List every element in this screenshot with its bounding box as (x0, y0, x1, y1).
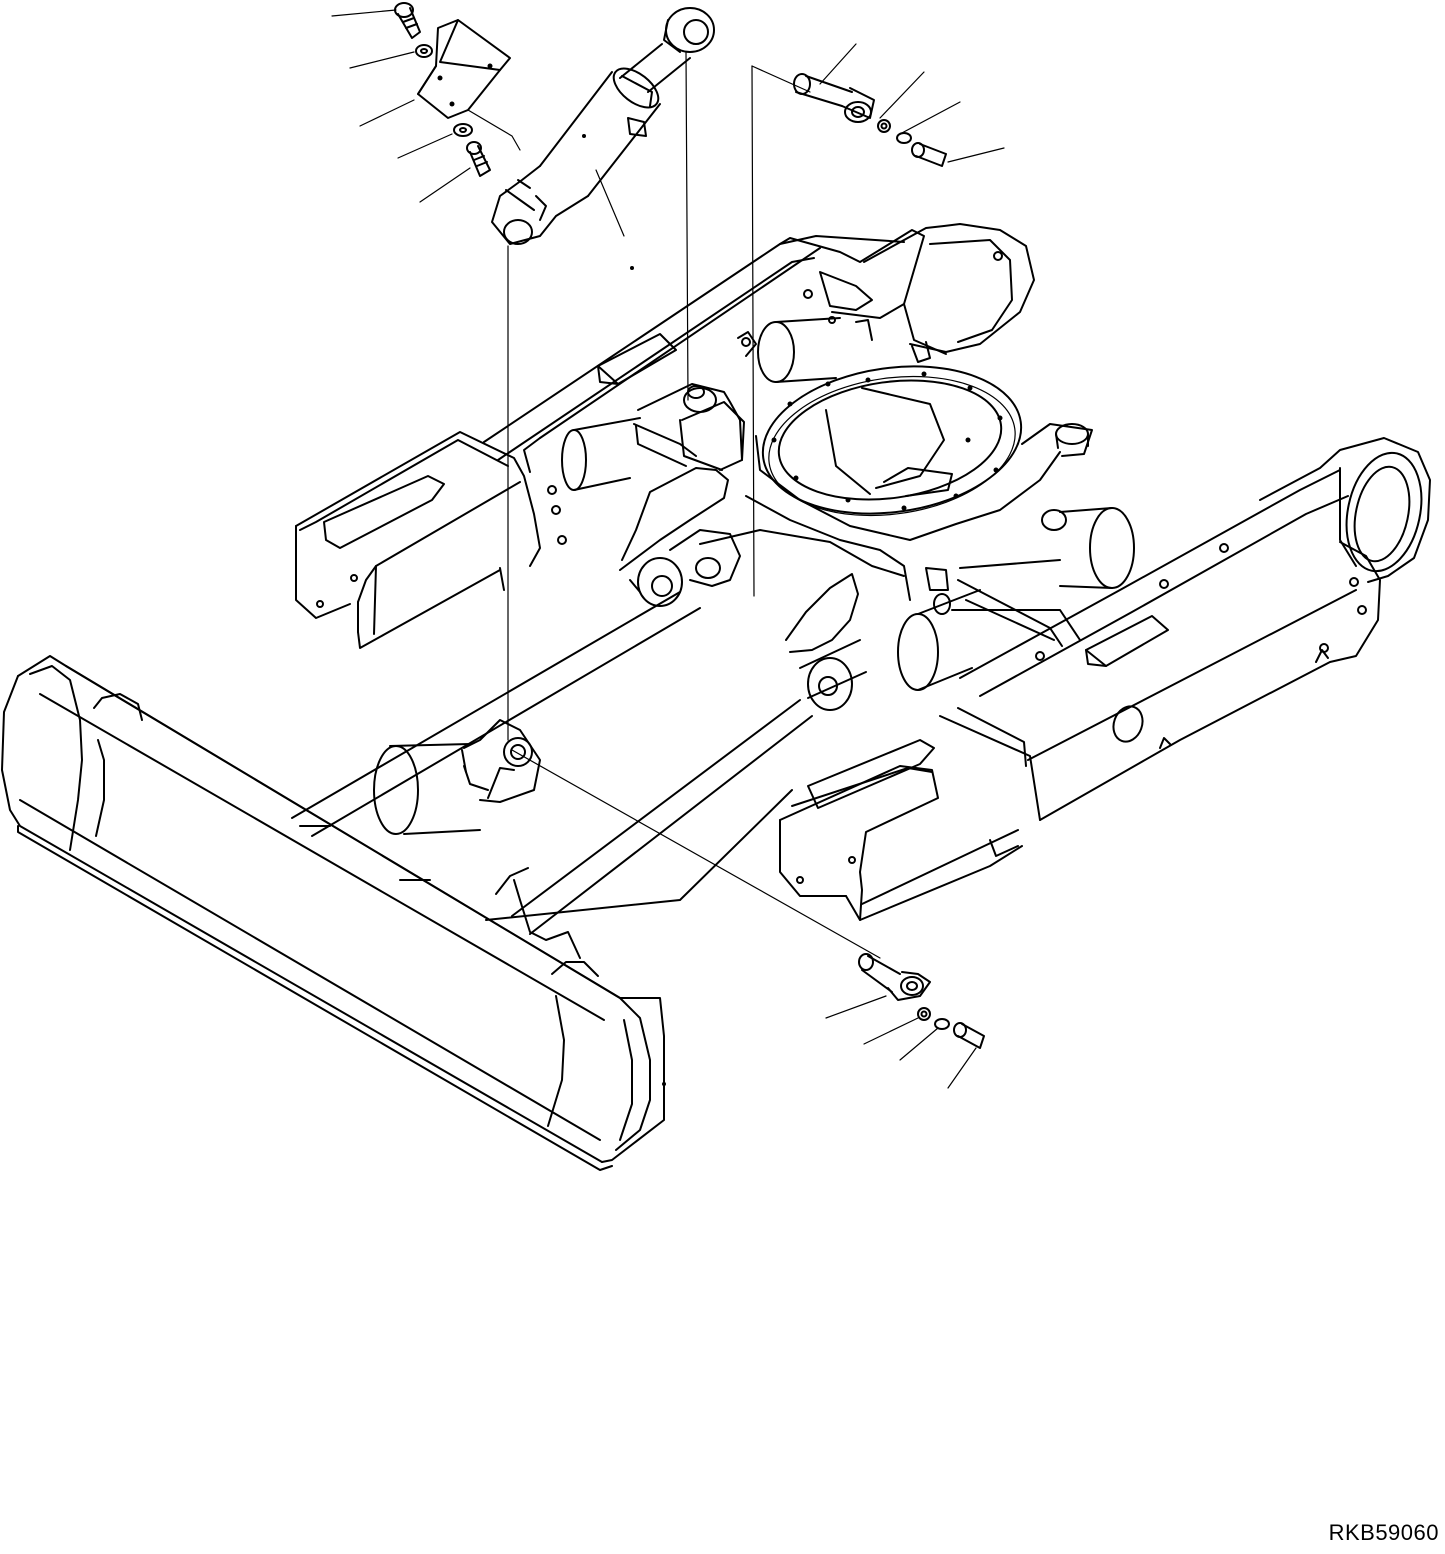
upper-nut-part (877, 119, 891, 133)
dozer-blade-part (1, 655, 666, 1171)
washer-lower-part (453, 123, 473, 137)
cylinder-bracket-part (417, 19, 511, 119)
bolt-top-part (394, 2, 421, 39)
lower-nut-part (917, 1007, 931, 1021)
upper-pin-part (793, 73, 875, 123)
lower-pin-part (858, 953, 931, 1001)
drawing-id-label: RKB59060 (1328, 1520, 1439, 1545)
lower-washer-part (934, 1018, 950, 1030)
leader-lines-top-right (819, 43, 1005, 163)
track-frame-part (291, 223, 1431, 959)
upper-bolt-part (911, 142, 947, 167)
alignment-lines (507, 51, 881, 959)
leader-lines-top-left (331, 9, 625, 237)
blade-lift-cylinder-part (491, 7, 715, 270)
leader-lines-bottom (825, 995, 977, 1089)
upper-washer-part (896, 132, 912, 144)
washer-top-part (415, 44, 433, 58)
swing-circle-part (761, 365, 1023, 515)
lower-bolt-part (953, 1022, 985, 1049)
bolt-lower-part (466, 141, 491, 177)
